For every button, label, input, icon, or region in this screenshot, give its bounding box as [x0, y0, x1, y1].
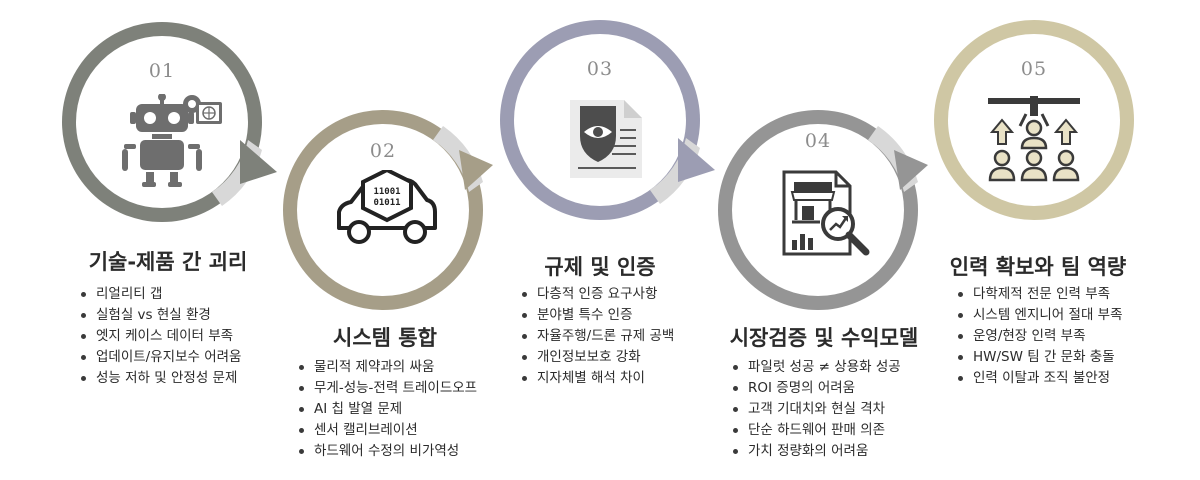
list-item: 고객 기대치와 현실 격차 — [730, 399, 901, 420]
step-2-number: 02 — [369, 140, 397, 162]
step-5-title: 인력 확보와 팀 역량 — [949, 255, 1127, 279]
list-item: 센서 캘리브레이션 — [296, 420, 477, 441]
step-1-bullet-list: 리얼리티 갭 실험실 vs 현실 환경 엣지 케이스 데이터 부족 업데이트/유… — [78, 284, 241, 389]
step-4-number: 04 — [804, 130, 832, 152]
list-item: 다층적 인증 요구사항 — [519, 284, 674, 305]
step-5-number: 05 — [1020, 58, 1048, 80]
step-5-ring: 05 — [934, 20, 1134, 220]
binary-line-1: 11001 — [373, 187, 400, 197]
list-item: 자율주행/드론 규제 공백 — [519, 326, 674, 347]
list-item: 실험실 vs 현실 환경 — [78, 305, 241, 326]
step-3-number: 03 — [586, 58, 614, 80]
step-1-ring: 01 — [62, 22, 277, 222]
list-item: 가치 정량화의 어려움 — [730, 441, 901, 462]
step-2-title: 시스템 통합 — [333, 326, 437, 350]
list-item: 무게-성능-전력 트레이드오프 — [296, 378, 477, 399]
list-item: 인력 이탈과 조직 불안정 — [955, 368, 1123, 389]
list-item: 운영/현장 인력 부족 — [955, 326, 1123, 347]
list-item: 업데이트/유지보수 어려움 — [78, 347, 241, 368]
list-item: 리얼리티 갭 — [78, 284, 241, 305]
list-item: 단순 하드웨어 판매 의존 — [730, 420, 901, 441]
step-4-ring-graphic — [718, 110, 928, 310]
list-item: 개인정보보호 강화 — [519, 347, 674, 368]
step-2-bullet-list: 물리적 제약과의 싸움 무게-성능-전력 트레이드오프 AI 칩 발열 문제 센… — [296, 357, 477, 462]
list-item: 다학제적 전문 인력 부족 — [955, 284, 1123, 305]
list-item: ROI 증명의 어려움 — [730, 378, 901, 399]
step-1-number: 01 — [148, 60, 176, 82]
step-1-title: 기술-제품 간 괴리 — [88, 250, 248, 274]
binary-line-2: 01011 — [373, 198, 400, 208]
list-item: 하드웨어 수정의 비가역성 — [296, 441, 477, 462]
step-3-bullet-list: 다층적 인증 요구사항 분야별 특수 인증 자율주행/드론 규제 공백 개인정보… — [519, 284, 674, 389]
step-4-title: 시장검증 및 수익모델 — [729, 326, 919, 350]
list-item: 성능 저하 및 안정성 문제 — [78, 368, 241, 389]
list-item: 물리적 제약과의 싸움 — [296, 357, 477, 378]
list-item: 시스템 엔지니어 절대 부족 — [955, 305, 1123, 326]
step-3-ring: 03 — [500, 20, 715, 220]
list-item: 엣지 케이스 데이터 부족 — [78, 326, 241, 347]
list-item: AI 칩 발열 문제 — [296, 399, 477, 420]
step-4-ring: 04 — [718, 110, 928, 310]
list-item: 지자체별 해석 차이 — [519, 368, 674, 389]
step-5-bullet-list: 다학제적 전문 인력 부족 시스템 엔지니어 절대 부족 운영/현장 인력 부족… — [955, 284, 1123, 389]
list-item: HW/SW 팀 간 문화 충돌 — [955, 347, 1123, 368]
step-2-ring: 02 11001 01011 — [283, 110, 493, 310]
step-3-title: 규제 및 인증 — [544, 255, 656, 279]
list-item: 분야별 특수 인증 — [519, 305, 674, 326]
step-4-bullet-list: 파일럿 성공 ≠ 상용화 성공 ROI 증명의 어려움 고객 기대치와 현실 격… — [730, 357, 901, 462]
list-item: 파일럿 성공 ≠ 상용화 성공 — [730, 357, 901, 378]
